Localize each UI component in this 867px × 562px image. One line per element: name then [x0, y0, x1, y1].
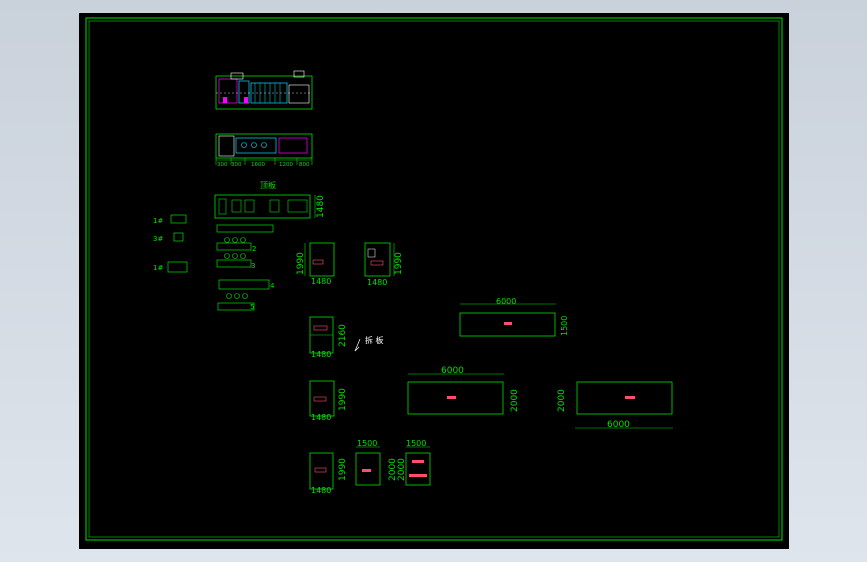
dim-panel-a-width: 1480: [311, 277, 331, 286]
dim-small-rect-width: 6000: [496, 297, 516, 306]
inner-frame: [88, 20, 780, 538]
panel-a: 1990 1480: [296, 242, 335, 286]
rect-small-wide: 6000 1500: [459, 297, 569, 337]
row-3-label: 3: [251, 262, 255, 270]
dim-elev-b: 300: [231, 162, 242, 168]
small-parts: 1# 3# 1#: [153, 214, 188, 273]
dim-panel-c-width: 1480: [311, 350, 331, 359]
drawing-canvas: 300 300 1600 1200 800 顶板 1480 1#: [85, 17, 783, 541]
outer-frame: [85, 17, 783, 541]
dim-panel-g-height: 2000: [397, 458, 407, 481]
dim-panel-b-width: 1480: [367, 278, 387, 287]
dim-big-a-height: 2000: [510, 389, 520, 412]
drawing-sheet[interactable]: 300 300 1600 1200 800 顶板 1480 1#: [79, 13, 789, 549]
top-plate-title: 顶板: [260, 180, 276, 190]
dim-top-plate-height: 1480: [316, 195, 326, 218]
dim-panel-e-height: 1990: [338, 458, 348, 481]
dim-elev-d: 1200: [279, 162, 293, 168]
dim-panel-d-width: 1480: [311, 413, 331, 422]
row-4-label: 4: [270, 282, 275, 290]
dim-elev-a: 300: [217, 162, 228, 168]
part-1a-label: 1#: [153, 217, 163, 225]
dim-small-rect-height: 1500: [560, 316, 569, 336]
part-1b-label: 1#: [153, 264, 163, 272]
panel-g: 1500 2000: [397, 439, 431, 486]
dim-panel-c-height: 2160: [338, 324, 348, 347]
dim-panel-f-height: 2000: [388, 458, 398, 481]
stacked-rows: 2 3 4 5: [216, 224, 275, 311]
panel-b: 1990 1480: [364, 242, 404, 287]
dim-panel-e-width: 1480: [311, 486, 331, 495]
dim-big-b-width: 6000: [607, 420, 630, 430]
dim-elev-c: 1600: [251, 162, 265, 168]
dim-panel-f-width: 1500: [357, 439, 377, 448]
row-5-label: 5: [250, 303, 254, 311]
elevation-view-plan: 300 300 1600 1200 800: [215, 133, 313, 168]
dim-panel-g-width: 1500: [406, 439, 426, 448]
dim-big-a-width: 6000: [441, 366, 464, 376]
panel-f: 1500 2000: [355, 439, 398, 486]
dim-elev-e: 800: [299, 162, 310, 168]
part-3-label: 3#: [153, 235, 163, 243]
panel-c: 2160 1480 拆 板: [309, 316, 384, 359]
top-plate: 顶板 1480: [214, 180, 326, 219]
row-2-label: 2: [252, 245, 256, 253]
panel-d: 1990 1480: [309, 380, 348, 422]
dim-panel-a-height: 1990: [296, 252, 306, 275]
dim-panel-b-height: 1990: [394, 252, 404, 275]
dim-big-b-height: 2000: [557, 389, 567, 412]
rect-big-a: 6000 2000: [407, 366, 520, 415]
elevation-view-top: [215, 70, 313, 110]
rect-big-b: 2000 6000: [557, 381, 673, 430]
panel-e: 1990 1480: [309, 452, 348, 495]
dim-panel-d-height: 1990: [338, 388, 348, 411]
split-plate-title: 拆 板: [365, 335, 384, 345]
